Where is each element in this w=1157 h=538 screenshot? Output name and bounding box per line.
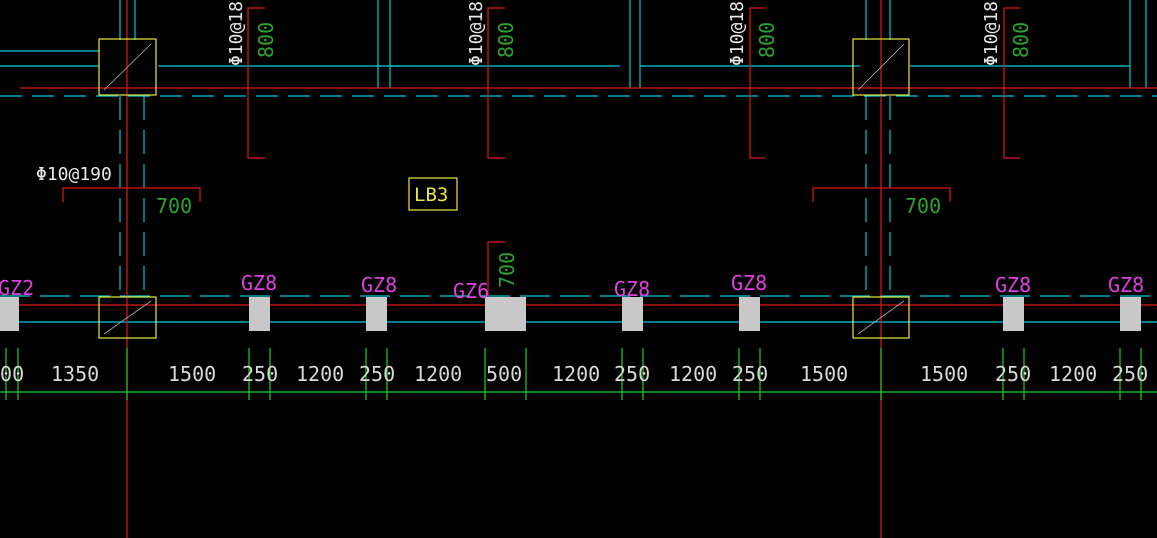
dimension-values: 200 1350 1500 250 1200 250 1200 500 1200…: [0, 362, 1148, 386]
wall-lines: [0, 0, 1157, 323]
concrete-columns: [98, 38, 910, 339]
slab-label-box: [408, 177, 458, 211]
rebar-length-label: 800: [1009, 22, 1033, 58]
rebar-spec-label: Φ10@18: [727, 1, 748, 66]
gz-column: [1120, 297, 1141, 331]
vertical-bar-length: 700: [495, 252, 519, 288]
column-tag: GZ8: [361, 273, 397, 297]
gz-column: [366, 297, 387, 331]
dimension-value: 1200: [1049, 362, 1097, 386]
dimension-value: 250: [359, 362, 395, 386]
gz-column: [0, 297, 19, 331]
gz-column: [249, 297, 270, 331]
column-tag: GZ8: [614, 277, 650, 301]
slab-label: LB3: [414, 184, 448, 206]
rebar-spec-label: Φ10@18: [981, 1, 1002, 66]
column-tag: GZ8: [995, 273, 1031, 297]
dimension-value: 1200: [414, 362, 462, 386]
dimension-value: 1500: [920, 362, 968, 386]
gz-column: [485, 297, 526, 331]
column-tag: GZ2: [0, 276, 34, 300]
gz-columns: [0, 297, 1141, 331]
dimension-value: 200: [0, 362, 24, 386]
dimension-value: 250: [732, 362, 768, 386]
dimension-value: 250: [1112, 362, 1148, 386]
dimension-value: 500: [486, 362, 522, 386]
rebar-spec-label: Φ10@18: [466, 1, 487, 66]
rebar-spec-label: Φ10@18: [226, 1, 247, 66]
dimension-value: 1200: [669, 362, 717, 386]
rebar-length-label: 800: [254, 22, 278, 58]
column-tag: GZ8: [1108, 273, 1144, 297]
side-rebar-spec: Φ10@190: [36, 164, 112, 185]
rebar-length-label: 800: [494, 22, 518, 58]
column-top-right: [852, 38, 910, 96]
gz-column: [622, 297, 643, 331]
dimension-value: 250: [995, 362, 1031, 386]
dimension-value: 250: [242, 362, 278, 386]
dimension-value: 1200: [296, 362, 344, 386]
rebar-length-label: 800: [755, 22, 779, 58]
top-rebar-annotations: Φ10@18 800 Φ10@18 800 Φ10@18 800 Φ10@18 …: [226, 1, 1033, 66]
bracket-length-left: 700: [156, 194, 192, 218]
column-tag: GZ8: [731, 271, 767, 295]
dimension-value: 250: [614, 362, 650, 386]
dimension-value: 1200: [552, 362, 600, 386]
dimension-value: 1500: [168, 362, 216, 386]
column-bottom-left: [98, 296, 157, 339]
bracket-length-right: 700: [905, 194, 941, 218]
column-bottom-right: [852, 296, 910, 339]
column-top-left: [98, 38, 157, 96]
column-tags: GZ2 GZ8 GZ8 GZ6 GZ8 GZ8 GZ8 GZ8: [0, 271, 1144, 303]
gz-column: [1003, 297, 1024, 331]
dimension-value: 1500: [800, 362, 848, 386]
gz-column: [739, 297, 760, 331]
column-tag: GZ6: [453, 279, 489, 303]
dimension-line: [0, 348, 1157, 400]
dimension-value: 1350: [51, 362, 99, 386]
column-tag: GZ8: [241, 271, 277, 295]
